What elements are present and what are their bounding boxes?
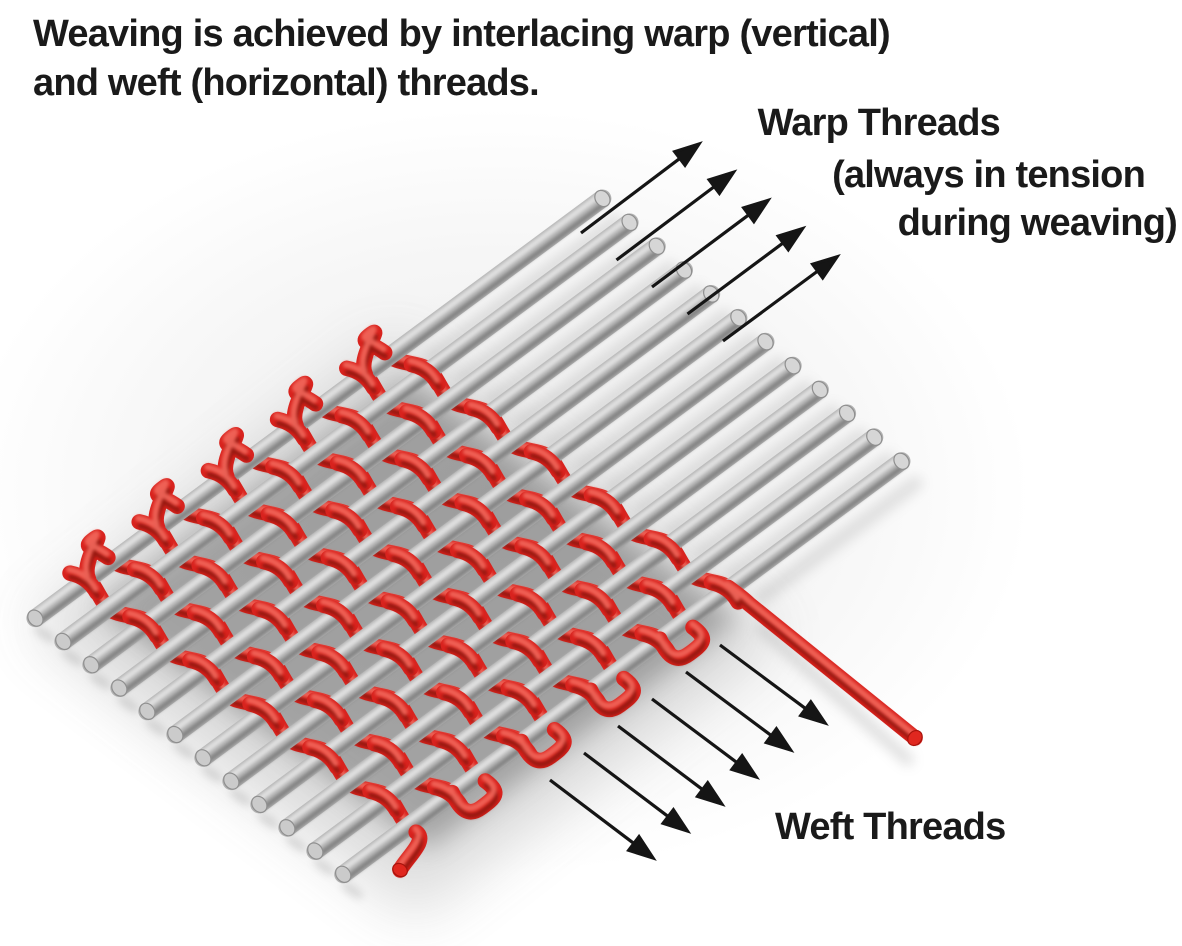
weft-arrows — [549, 643, 829, 861]
arrow-line — [685, 670, 778, 741]
arrowhead-icon — [809, 253, 841, 281]
weft-tail-end-cap — [392, 862, 408, 878]
arrowhead-icon — [660, 807, 692, 834]
arrow-line — [686, 238, 789, 316]
weft-threads-label: Weft Threads — [775, 806, 1006, 848]
weft-thread-over-layer — [62, 324, 923, 878]
arrowhead-icon — [741, 197, 772, 225]
arrowhead-icon — [775, 225, 807, 253]
arrow-line — [651, 697, 743, 768]
arrow-line — [617, 724, 709, 795]
arrow-line — [719, 643, 812, 714]
caption-line-2: and weft (horizontal) threads. — [33, 62, 540, 104]
arrow-line — [549, 778, 640, 849]
warp-threads-label-line3: during weaving) — [897, 202, 1178, 244]
warp-threads-label-line2: (always in tension — [832, 154, 1146, 196]
arrowhead-icon — [694, 780, 726, 807]
arrowhead-icon — [729, 753, 761, 780]
arrow-line — [615, 181, 721, 262]
arrow-line — [722, 266, 824, 343]
arrowhead-icon — [706, 169, 738, 197]
warp-arrows — [580, 141, 841, 343]
arrowhead-icon — [798, 699, 829, 726]
arrow-line — [580, 153, 686, 235]
weft-thread-end-cap — [907, 729, 923, 747]
arrowhead-icon — [626, 833, 657, 861]
arrowhead-icon — [763, 726, 795, 753]
arrow-line — [651, 209, 755, 289]
caption-line-1: Weaving is achieved by interlacing warp … — [33, 13, 891, 55]
arrowhead-icon — [672, 141, 703, 168]
arrow-line — [583, 751, 674, 822]
warp-threads-label: Warp Threads — [757, 102, 1001, 144]
diagram-caption: Weaving is achieved by interlacing warp … — [33, 10, 891, 108]
